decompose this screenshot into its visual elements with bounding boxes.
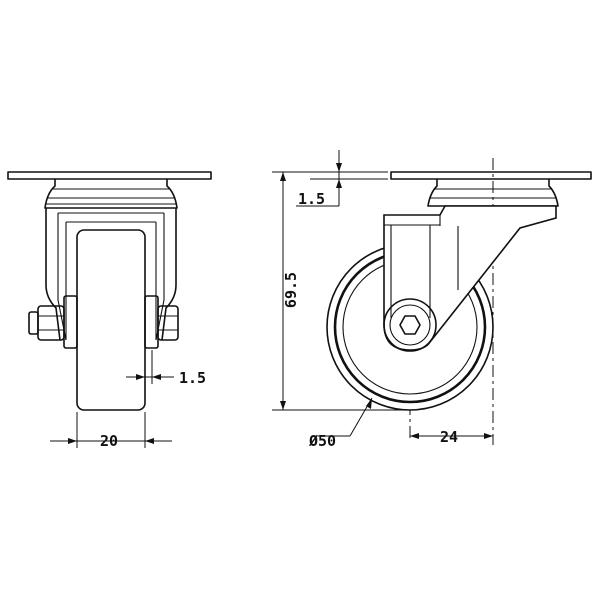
wheel-width-label: 20 xyxy=(100,432,118,450)
side-axle-nut xyxy=(399,315,421,335)
front-wheel xyxy=(76,229,146,411)
front-fork-left xyxy=(45,208,61,341)
side-top-plate xyxy=(390,171,592,180)
side-view: 1.5 69.5 Ø50 24 xyxy=(272,150,592,450)
bracket-gap-label: 1.5 xyxy=(179,369,206,387)
wheel-diameter-label: Ø50 xyxy=(308,432,336,450)
swivel-offset-label: 24 xyxy=(440,428,458,446)
front-fork-right xyxy=(161,208,177,341)
front-top-plate xyxy=(7,171,212,180)
front-axle-nut-left xyxy=(28,305,65,341)
front-swivel-race xyxy=(44,179,178,209)
overall-height-label: 69.5 xyxy=(282,272,300,308)
plate-thickness-label: 1.5 xyxy=(298,190,325,208)
side-hub xyxy=(383,298,437,352)
front-view: 20 1.5 xyxy=(7,171,212,450)
front-axle-nut-right xyxy=(157,305,179,341)
